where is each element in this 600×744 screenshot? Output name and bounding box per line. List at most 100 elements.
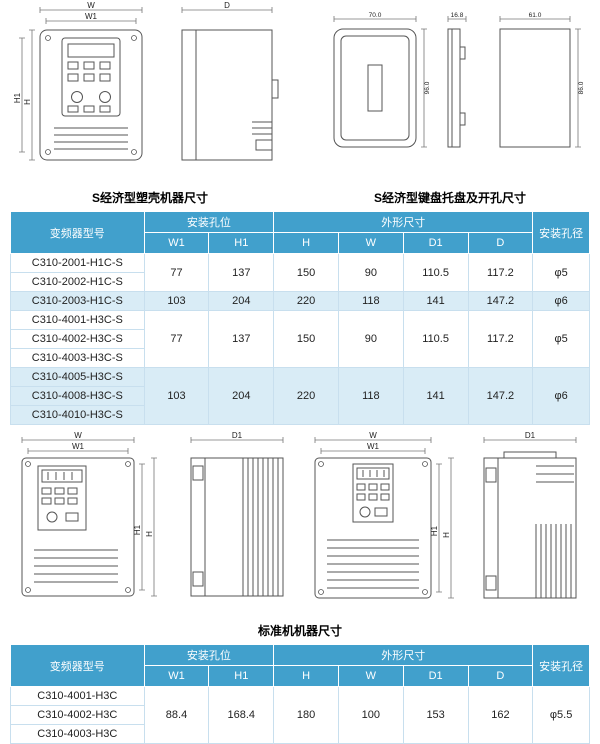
model-cell: C310-4003-H3C bbox=[10, 724, 145, 744]
dim-label-w: W bbox=[74, 432, 82, 440]
table-row: C310-4001-H3C-S 77 137 150 90 110.5 117.… bbox=[10, 310, 590, 368]
h-cell: 180 bbox=[273, 686, 339, 744]
w1-cell: 77 bbox=[143, 310, 210, 368]
dim-label-w: W bbox=[87, 2, 95, 10]
dim-label-open-width: 61.0 bbox=[529, 12, 542, 19]
dim-label-d: D bbox=[224, 2, 230, 10]
table-header-row: 变频器型号 安装孔位 外形尺寸 安装孔径 bbox=[10, 644, 590, 687]
dim-label-h1: H1 bbox=[14, 92, 22, 103]
dim-label-open-height: 86.0 bbox=[578, 81, 585, 94]
plastic-side-drawing: D bbox=[181, 2, 279, 161]
model-cell: C310-4001-H3C bbox=[10, 686, 145, 706]
dim-label-w1: W1 bbox=[72, 442, 85, 451]
model-cell: C310-4002-H3C bbox=[10, 705, 145, 725]
header-mount-holes: 安装孔位 bbox=[143, 644, 275, 666]
w1-cell: 103 bbox=[143, 367, 210, 425]
vent-slots bbox=[34, 549, 118, 583]
keypad-display bbox=[41, 469, 83, 483]
dim-label-h: H bbox=[442, 532, 451, 538]
w1-cell: 77 bbox=[143, 253, 210, 292]
table-subheader-row: W1 H1 H W D1 D bbox=[11, 665, 590, 687]
tray-clip-top bbox=[459, 46, 466, 60]
h1-cell: 137 bbox=[208, 253, 275, 292]
plastic-models-table: 变频器型号 安装孔位 外形尺寸 安装孔径 W1 H1 H W D1 D C310… bbox=[10, 211, 590, 425]
h1-cell: 204 bbox=[208, 367, 275, 425]
table-row: C310-4008-H3C-S bbox=[10, 386, 590, 406]
standard-front-drawing-small: W W1 H1 H bbox=[21, 432, 157, 597]
keypad-panel bbox=[37, 465, 87, 531]
d-cell: 117.2 bbox=[467, 253, 534, 292]
header-mount-holes: 安装孔位 bbox=[143, 211, 275, 233]
keypad-display bbox=[356, 467, 390, 480]
w-cell: 90 bbox=[337, 253, 404, 292]
plastic-case-drawings: W W1 H1 H D bbox=[14, 2, 286, 187]
header-h1: H1 bbox=[208, 665, 275, 687]
hole-cell: φ6 bbox=[532, 367, 590, 425]
dim-label-tray-height: 96.0 bbox=[424, 81, 431, 94]
d1-cell: 141 bbox=[402, 367, 469, 425]
h-cell: 220 bbox=[273, 367, 339, 425]
keypad-display bbox=[67, 43, 115, 58]
d-cell: 162 bbox=[467, 686, 534, 744]
w-cell: 118 bbox=[337, 367, 404, 425]
header-model: 变频器型号 bbox=[10, 644, 145, 687]
table-row: C310-4010-H3C-S bbox=[10, 405, 590, 425]
table-subheader-row: W1 H1 H W D1 D bbox=[11, 232, 590, 254]
top-captions: S经济型塑壳机器尺寸 S经济型键盘托盘及开孔尺寸 bbox=[0, 189, 600, 206]
d1-cell: 110.5 bbox=[402, 253, 469, 292]
standard-caption-row: 标准机机器尺寸 bbox=[0, 622, 600, 639]
model-cell: C310-4001-H3C-S bbox=[10, 310, 145, 330]
caption-keypad-tray: S经济型键盘托盘及开孔尺寸 bbox=[373, 191, 526, 205]
keypad-panel bbox=[61, 37, 121, 117]
dim-label-d1: D1 bbox=[525, 432, 536, 440]
top-drawings-row: W W1 H1 H D bbox=[0, 0, 600, 187]
header-model: 变频器型号 bbox=[10, 211, 145, 254]
hole-cell: φ5 bbox=[532, 253, 590, 292]
d-cell: 147.2 bbox=[467, 291, 534, 311]
header-d: D bbox=[467, 665, 534, 687]
dim-label-tray-width: 70.0 bbox=[369, 12, 382, 19]
header-w: W bbox=[337, 232, 404, 254]
caption-plastic-case: S经济型塑壳机器尺寸 bbox=[91, 191, 208, 205]
keypad-panel bbox=[352, 463, 394, 523]
mounting-bracket bbox=[503, 451, 557, 459]
dim-label-w1: W1 bbox=[367, 442, 380, 451]
header-d1: D1 bbox=[402, 232, 469, 254]
plastic-front-drawing: W W1 H1 H bbox=[14, 2, 143, 161]
header-h1: H1 bbox=[208, 232, 275, 254]
h-cell: 150 bbox=[273, 310, 339, 368]
side-tab bbox=[271, 79, 279, 99]
header-hole-dia: 安装孔径 bbox=[532, 211, 590, 254]
table-row: C310-4002-H3C-S bbox=[10, 329, 590, 349]
caption-standard-machine: 标准机机器尺寸 bbox=[257, 624, 342, 638]
model-cell: C310-2002-H1C-S bbox=[10, 272, 145, 292]
w-cell: 100 bbox=[337, 686, 404, 744]
header-outline: 外形尺寸 bbox=[273, 644, 534, 666]
hole-cell: φ5 bbox=[532, 310, 590, 368]
heatsink-fins bbox=[535, 524, 572, 598]
dim-label-w: W bbox=[370, 432, 378, 440]
table-row: C310-4001-H3C 88.4 168.4 180 100 153 162… bbox=[10, 686, 590, 744]
header-outline: 外形尺寸 bbox=[273, 211, 534, 233]
w1-cell: 103 bbox=[143, 291, 210, 311]
h1-cell: 168.4 bbox=[208, 686, 275, 744]
dim-label-d1: D1 bbox=[232, 432, 243, 440]
keypad-tray-drawings: 70.0 96.0 16.8 61.0 86.0 bbox=[320, 9, 586, 187]
standard-front-drawing-large: W W1 H1 H bbox=[314, 432, 455, 599]
model-cell: C310-4005-H3C-S bbox=[10, 367, 145, 387]
standard-models-table: 变频器型号 安装孔位 外形尺寸 安装孔径 W1 H1 H W D1 D C310… bbox=[10, 644, 590, 744]
vent-slots bbox=[327, 539, 420, 589]
model-cell: C310-2001-H1C-S bbox=[10, 253, 145, 273]
model-cell: C310-4010-H3C-S bbox=[10, 405, 145, 425]
h-cell: 150 bbox=[273, 253, 339, 292]
hole-cell: φ6 bbox=[532, 291, 590, 311]
header-hole-dia: 安装孔径 bbox=[532, 644, 590, 687]
standard-drawings-row: W W1 H1 H D1 W W1 bbox=[0, 430, 600, 620]
model-cell: C310-2003-H1C-S bbox=[10, 291, 145, 311]
w-cell: 90 bbox=[337, 310, 404, 368]
tray-front-drawing: 70.0 96.0 bbox=[333, 12, 431, 148]
h1-cell: 137 bbox=[208, 310, 275, 368]
table-row: C310-2001-H1C-S 77 137 150 90 110.5 117.… bbox=[10, 253, 590, 292]
heatsink-fins bbox=[242, 458, 279, 596]
d-cell: 117.2 bbox=[467, 310, 534, 368]
